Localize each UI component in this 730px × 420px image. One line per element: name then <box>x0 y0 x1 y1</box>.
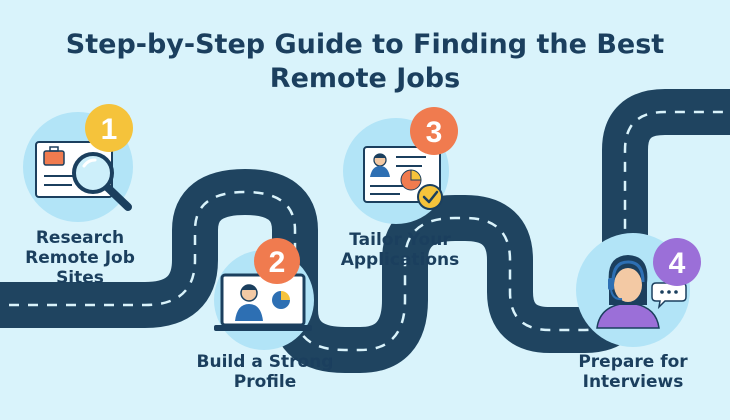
step-1-label-line-2: Remote Job Sites <box>25 248 135 288</box>
step-2-badge: 2 <box>254 238 300 284</box>
step-1-badge: 1 <box>85 104 133 152</box>
step-4-badge: 4 <box>653 238 701 286</box>
step-1-number: 1 <box>101 113 118 146</box>
page-title-line-1: Step-by-Step Guide to Finding the Best <box>65 29 665 60</box>
step-1-label-line-1: Research <box>35 228 125 248</box>
step-3-label-line-2: Applications <box>340 250 460 270</box>
step-3-badge: 3 <box>410 107 458 155</box>
step-2-label: Build a Strong Profile <box>185 352 345 392</box>
step-2-label-line-2: Profile <box>233 372 297 392</box>
step-4-label-line-2: Interviews <box>582 372 684 392</box>
step-4-label-line-1: Prepare for <box>578 352 688 372</box>
page-title-line-2: Remote Jobs <box>269 63 461 94</box>
step-3-number: 3 <box>426 116 443 149</box>
step-2-label-line-1: Build a Strong <box>196 352 334 372</box>
step-1-label: Research Remote Job Sites <box>0 228 160 288</box>
step-3-label-line-1: Tailor Your <box>349 230 451 250</box>
step-2-number: 2 <box>269 246 286 279</box>
step-3-label: Tailor Your Applications <box>320 230 480 270</box>
step-4-label: Prepare for Interviews <box>558 352 708 392</box>
step-4-number: 4 <box>669 247 686 280</box>
